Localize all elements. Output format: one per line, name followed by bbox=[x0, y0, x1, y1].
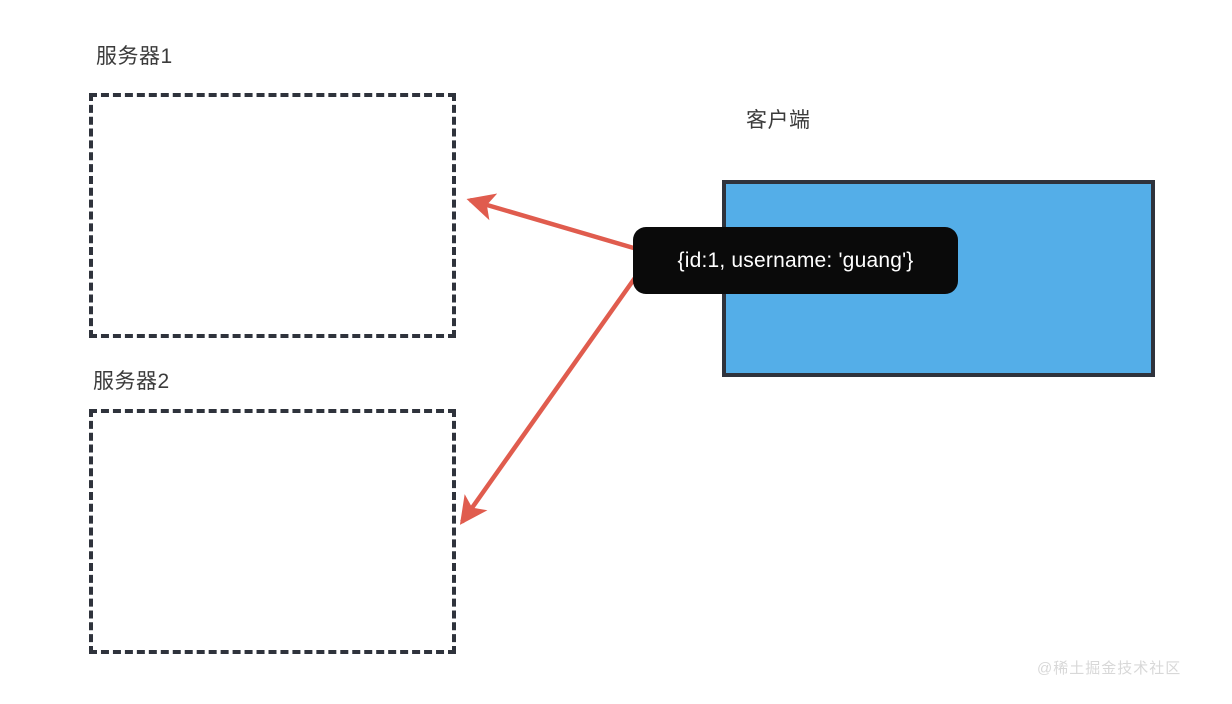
server1-label: 服务器1 bbox=[96, 45, 173, 68]
watermark: @稀土掘金技术社区 bbox=[1037, 660, 1182, 677]
arrow-client-to-server1 bbox=[466, 193, 638, 252]
client-label: 客户端 bbox=[746, 109, 811, 132]
arrow-client-to-server2 bbox=[459, 273, 639, 525]
server2-label: 服务器2 bbox=[93, 370, 170, 393]
server1-box bbox=[89, 93, 456, 338]
payload-badge-text: {id:1, username: 'guang'} bbox=[677, 248, 914, 272]
payload-badge: {id:1, username: 'guang'} bbox=[633, 227, 958, 294]
server2-box bbox=[89, 409, 456, 654]
